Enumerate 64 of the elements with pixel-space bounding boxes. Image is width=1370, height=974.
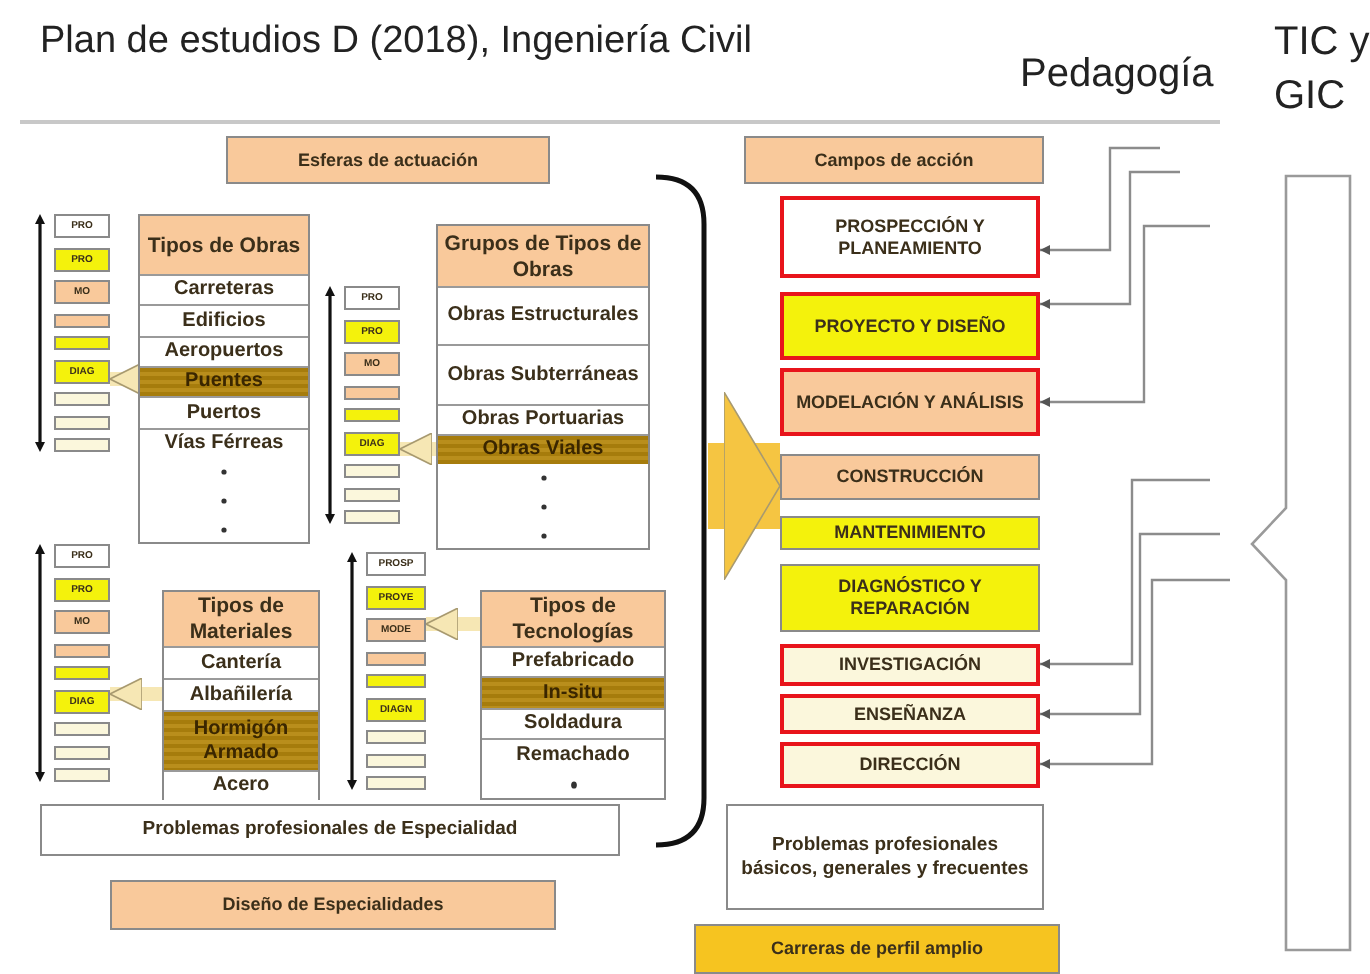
- table-row: In-situ: [482, 676, 664, 708]
- field-box: PROSPECCIÓN Y PLANEAMIENTO: [780, 196, 1040, 278]
- title: Plan de estudios D (2018), Ingeniería Civil: [40, 20, 752, 64]
- stack-cell: [54, 666, 110, 680]
- field-box: INVESTIGACIÓN: [780, 644, 1040, 686]
- table: [436, 224, 650, 550]
- heading-box: Carreras de perfil amplio: [694, 924, 1060, 974]
- stack-cell: [344, 487, 400, 501]
- field-box: ENSEÑANZA: [780, 694, 1040, 734]
- side-label: Pedagogía: [1020, 50, 1216, 100]
- arrow: [1040, 224, 1210, 407]
- stack-cell: [366, 776, 426, 790]
- table-header: Tipos de Obras: [140, 216, 308, 276]
- stack-cell: [54, 722, 110, 736]
- stack-cell: [344, 408, 400, 422]
- table: [162, 590, 320, 800]
- stack-cell: [366, 674, 426, 688]
- table: [480, 590, 666, 800]
- field-box: MANTENIMIENTO: [780, 516, 1040, 550]
- field-box: DIAGNÓSTICO Y REPARACIÓN: [780, 564, 1040, 632]
- stack-cell: [54, 415, 110, 429]
- arrow: [1040, 170, 1180, 309]
- field-box: MODELACIÓN Y ANÁLISIS: [780, 368, 1040, 436]
- heading-box: Campos de acción: [744, 136, 1044, 184]
- table-row: Obras Viales: [438, 434, 648, 464]
- field-box: PROYECTO Y DISEÑO: [780, 292, 1040, 360]
- stack-cell: [366, 651, 426, 665]
- stack-cell: [54, 392, 110, 406]
- stack-cell: [344, 464, 400, 478]
- stack-cell: [54, 768, 110, 782]
- field-box: DIRECCIÓN: [780, 742, 1040, 788]
- arrow: [1040, 578, 1230, 769]
- arrow: [1040, 532, 1220, 719]
- block-arrow: [109, 677, 164, 711]
- stack-cell: [54, 313, 110, 327]
- stack-cell: [366, 753, 426, 767]
- problem-box: Problemas profesionales básicos, generales y frecuentes: [726, 804, 1044, 910]
- bracket-drawing: [652, 174, 708, 848]
- block-arrow: [399, 432, 438, 466]
- stack-cell: [54, 438, 110, 452]
- table-header: Tipos de Materiales: [164, 592, 318, 648]
- table: [138, 214, 310, 544]
- arrow: [1040, 146, 1160, 255]
- table-header: Grupos de Tipos de Obras: [438, 226, 648, 288]
- stack-cell: [54, 643, 110, 657]
- table-row: Puentes: [140, 366, 308, 396]
- field-box: CONSTRUCCIÓN: [780, 454, 1040, 500]
- block-arrow: [425, 607, 480, 641]
- problem-box: Problemas profesionales de Especialidad: [40, 804, 620, 856]
- heading-box: Esferas de actuación: [226, 136, 550, 184]
- table-row: Hormigón Armado: [164, 710, 318, 770]
- table-header: Tipos de Tecnologías: [482, 592, 664, 648]
- stack-cell: [344, 510, 400, 524]
- table-row: Aeropuertos: [140, 336, 308, 366]
- stack-cell: [54, 336, 110, 350]
- heading-box: Diseño de Especialidades: [110, 880, 556, 930]
- stack-cell: [344, 385, 400, 399]
- side-label: TIC y GIC: [1274, 18, 1370, 122]
- stack-cell: [54, 745, 110, 759]
- stack-cell: [366, 730, 426, 744]
- block-arrow: [109, 362, 143, 396]
- table-row: Acero: [164, 770, 318, 800]
- block-arrow: [708, 391, 781, 581]
- arrow: [1040, 478, 1210, 669]
